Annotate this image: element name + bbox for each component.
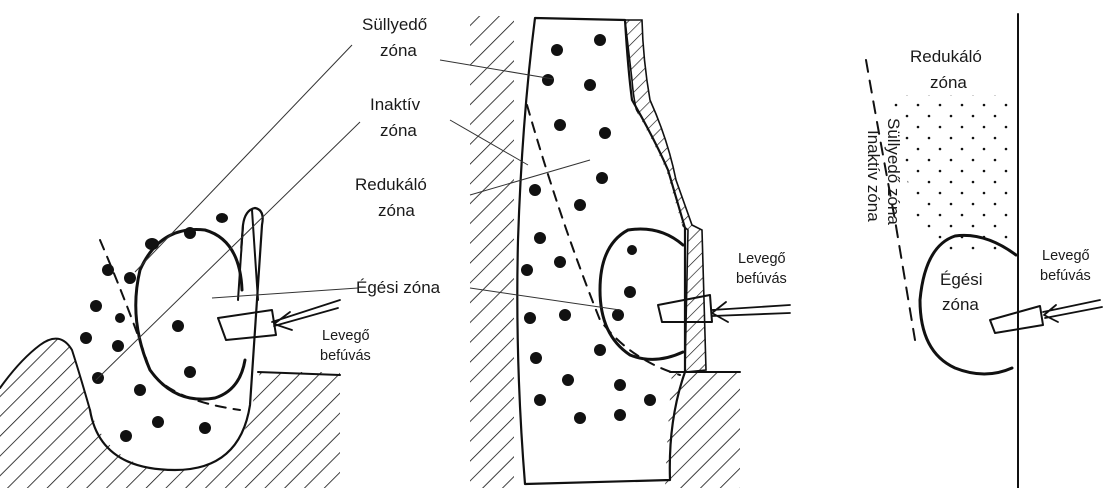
middle-shaft-fill: [519, 20, 683, 482]
left-furnace: [0, 208, 340, 488]
label-levego-left-line2: befúvás: [320, 348, 371, 364]
label-levego-mid-line1: Levegő: [738, 251, 786, 267]
label-right-egesi-line2: zóna: [942, 295, 979, 314]
middle-left-wall-hatch: [470, 16, 514, 488]
right-air-arrow: [1043, 300, 1102, 322]
label-redukalo-line2: zóna: [378, 201, 415, 220]
left-air-arrow: [272, 300, 340, 330]
right-tuyere: [990, 306, 1043, 333]
label-egesi: Égési zóna: [356, 278, 441, 297]
label-redukalo-line1: Redukáló: [355, 175, 427, 194]
label-levego-left-line1: Levegő: [322, 328, 370, 344]
right-reduction-dots: [890, 95, 1012, 250]
label-levego-right-line2: befúvás: [1040, 268, 1091, 284]
label-right-sullyedo: Süllyedő zóna: [884, 118, 903, 225]
label-right-inaktiv: Inaktív zóna: [864, 130, 883, 222]
label-inaktiv-line1: Inaktív: [370, 95, 421, 114]
label-levego-mid-line2: befúvás: [736, 271, 787, 287]
middle-air-arrow: [712, 302, 790, 322]
label-sullyedo-line2: zóna: [380, 41, 417, 60]
label-sullyedo-line1: Süllyedő: [362, 15, 427, 34]
label-right-redukalo-line2: zóna: [930, 73, 967, 92]
middle-ground-hatch: [665, 372, 740, 488]
label-inaktiv-line2: zóna: [380, 121, 417, 140]
label-levego-right-line1: Levegő: [1042, 248, 1090, 264]
label-right-redukalo-line1: Redukáló: [910, 47, 982, 66]
label-right-egesi-line1: Égési: [940, 270, 983, 289]
